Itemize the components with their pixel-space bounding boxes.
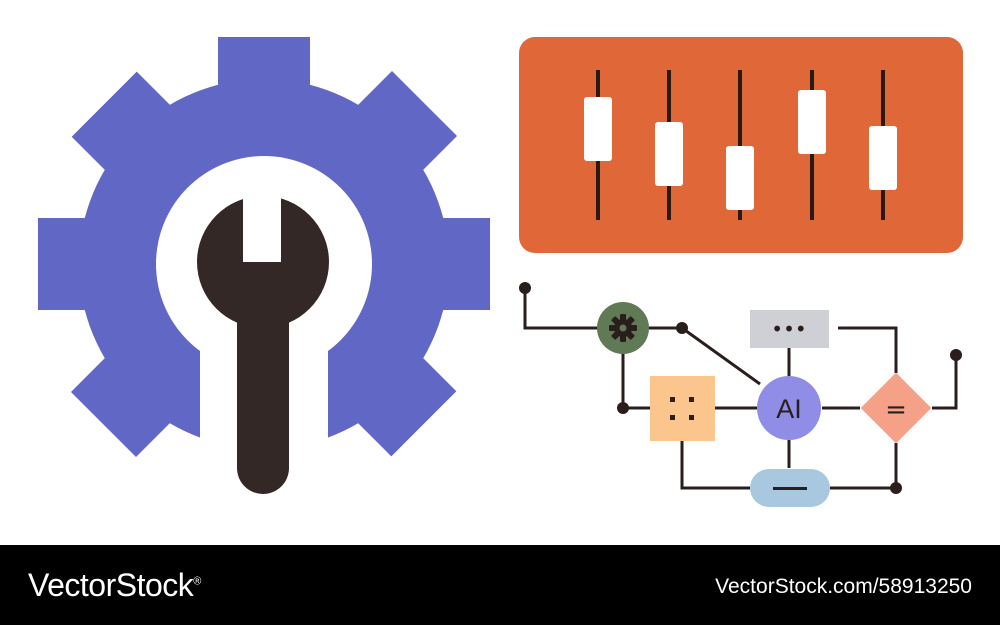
ai-node-label: AI [776, 394, 802, 424]
dots-node [750, 310, 829, 348]
dots-label: ••• [771, 317, 806, 341]
brand-logo: VectorStock® [28, 567, 201, 604]
equals-node [860, 372, 932, 444]
minus-icon [773, 487, 807, 490]
ai-node [757, 376, 821, 440]
footer-bar: VectorStock® VectorStock.com/58913250 [0, 545, 1000, 625]
sliders-panel [519, 37, 963, 253]
illustration: ••• AI = [38, 37, 963, 507]
wrench-icon [197, 196, 329, 494]
grid-node [650, 376, 715, 441]
ai-flow-diagram: ••• AI = [519, 282, 962, 507]
brand-name: VectorStock [28, 567, 194, 603]
grid-dots-icon [670, 397, 694, 420]
registered-mark: ® [193, 575, 201, 588]
equals-label: = [885, 395, 907, 425]
image-credit: VectorStock.com/58913250 [715, 575, 972, 598]
gear-small-icon [609, 314, 637, 342]
